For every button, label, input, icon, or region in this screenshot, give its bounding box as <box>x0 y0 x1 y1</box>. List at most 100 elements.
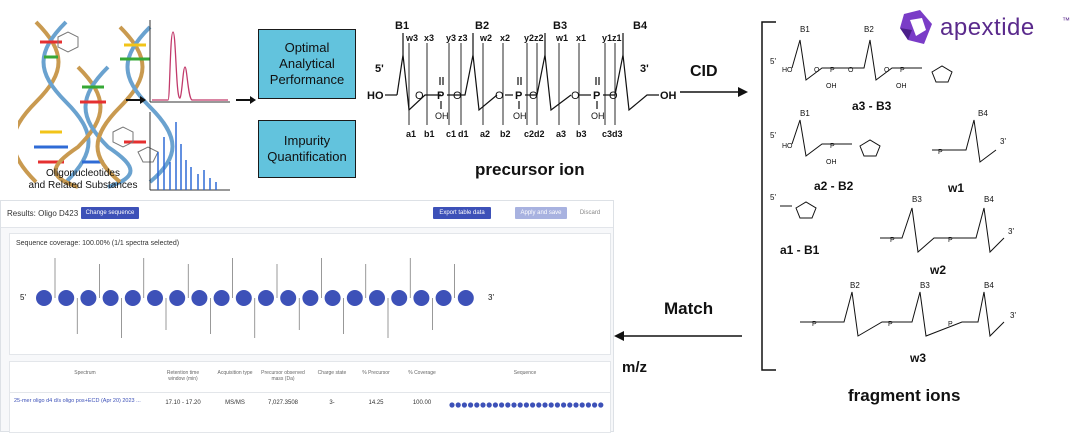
svg-text:P: P <box>812 321 817 328</box>
base-b2: B2 <box>475 20 489 32</box>
precursor-oh-end: OH <box>660 90 677 102</box>
nucleotide-5[interactable] <box>124 290 141 306</box>
nucleotide-9[interactable] <box>213 290 230 306</box>
seq-five-prime: 5' <box>20 293 26 302</box>
frag-bot-10: c3 <box>602 129 612 139</box>
o-1: O <box>415 90 424 102</box>
table-divider <box>10 392 610 393</box>
frag-top-0: w3 <box>405 33 418 43</box>
svg-text:OH: OH <box>896 83 907 90</box>
label-w3: w3 <box>909 351 926 365</box>
nucleotide-2[interactable] <box>58 290 75 306</box>
row-dot-22 <box>579 402 585 408</box>
frag-bot-3: d1 <box>458 129 469 139</box>
o-6: O <box>609 90 618 102</box>
svg-text:P: P <box>938 149 943 156</box>
nucleotide-18[interactable] <box>413 290 430 306</box>
svg-text:O: O <box>814 67 820 74</box>
frag-bot-1: b1 <box>424 129 435 139</box>
precursor-ion-structure: 5' HO O P O O P O O P O OH 3' OH OH OH B… <box>367 20 677 179</box>
nucleotide-12[interactable] <box>280 290 297 306</box>
frag-top-10: y1 <box>602 33 612 43</box>
nucleotide-7[interactable] <box>169 290 186 306</box>
row-spectrum-link[interactable]: 25-mer oligo d4 d/s oligo pos+ECD (Apr 2… <box>14 398 141 404</box>
row-dot-25 <box>598 402 604 408</box>
nucleotide-16[interactable] <box>369 290 385 306</box>
svg-text:O: O <box>884 67 890 74</box>
nucleotide-14[interactable] <box>324 290 341 306</box>
nucleotide-4[interactable] <box>102 290 119 306</box>
nucleotide-8[interactable] <box>191 290 208 306</box>
frag-bot-0: a1 <box>406 129 416 139</box>
nucleotide-11[interactable] <box>258 290 274 306</box>
label-w1: w1 <box>947 181 964 195</box>
nucleotide-6[interactable] <box>147 290 163 306</box>
row-rt: 17.10 - 17.20 <box>165 400 201 406</box>
frag-bot-11: d3 <box>612 129 623 139</box>
frag-a3-5p: 5' <box>770 57 776 66</box>
nucleotide-17[interactable] <box>391 290 408 306</box>
cid-label: CID <box>690 63 718 80</box>
nucleotide-13[interactable] <box>302 290 319 306</box>
frag-a3-b1: B1 <box>800 25 810 34</box>
optimal-performance-box: Optimal Analytical Performance <box>258 29 356 99</box>
o-3: O <box>495 90 504 102</box>
row-precursor: 14.25 <box>368 400 384 406</box>
nucleotide-19[interactable] <box>435 290 452 306</box>
precursor-five-prime: 5' <box>375 63 384 75</box>
brand-tm: ™ <box>1062 16 1070 25</box>
match-label: Match <box>664 299 714 318</box>
box2-line1: Impurity <box>283 133 331 148</box>
row-dot-21 <box>573 402 579 408</box>
frag-top-3: z3 <box>458 33 468 43</box>
mass-spectrum-plot <box>149 112 230 191</box>
col-acq: Acquisition type <box>217 370 253 376</box>
row-mass: 7,027.3508 <box>267 400 299 406</box>
svg-text:P: P <box>830 143 835 150</box>
svg-text:OH: OH <box>826 83 837 90</box>
row-dot-5 <box>474 402 480 408</box>
frag-w2-b3: B3 <box>912 195 922 204</box>
sequence-map <box>36 258 474 338</box>
frag-a1-5p: 5' <box>770 193 776 202</box>
workflow-graphics <box>18 20 256 191</box>
oh-1: OH <box>435 111 449 121</box>
col-sequence: Sequence <box>513 370 537 376</box>
discard-button[interactable]: Discard <box>579 210 601 216</box>
frag-w3-b3: B3 <box>920 281 930 290</box>
results-header: Results: Oligo D423 Change sequence Expo… <box>1 201 613 228</box>
row-sequence-dots <box>449 402 604 408</box>
workflow-panel: Oligonucleotides and Related Substances … <box>18 12 358 194</box>
nucleotide-1[interactable] <box>36 290 52 306</box>
svg-text:P: P <box>900 67 905 74</box>
nucleotide-10[interactable] <box>235 290 252 306</box>
frag-bot-4: a2 <box>480 129 490 139</box>
precursor-three-prime: 3' <box>640 63 649 75</box>
oligo-caption: Oligonucleotides and Related Substances <box>18 168 148 192</box>
col-coverage: % Coverage <box>408 370 436 376</box>
nucleotide-15[interactable] <box>346 290 363 306</box>
export-table-button[interactable]: Export table data <box>433 207 491 219</box>
apply-and-save-button[interactable]: Apply and save <box>515 207 567 219</box>
frag-top-9: x1 <box>576 33 586 43</box>
row-dot-23 <box>585 402 591 408</box>
row-acq: MS/MS <box>225 400 245 406</box>
cid-arrow <box>680 87 748 97</box>
sequence-coverage-card: Sequence coverage: 100.00% (1/1 spectra … <box>9 233 611 355</box>
nucleotide-20[interactable] <box>457 290 474 306</box>
frag-top-8: w1 <box>555 33 568 43</box>
results-app-panel: Results: Oligo D423 Change sequence Expo… <box>0 200 614 433</box>
label-a2-b2: a2 - B2 <box>814 179 854 193</box>
p-2: P <box>515 90 522 102</box>
caption-line-1: Oligonucleotides <box>46 168 120 179</box>
change-sequence-button[interactable]: Change sequence <box>81 207 139 219</box>
row-dot-18 <box>554 402 560 408</box>
svg-text:P: P <box>830 67 835 74</box>
logo-icon <box>900 10 932 44</box>
frag-bot-9: b3 <box>576 129 587 139</box>
label-w2: w2 <box>929 263 946 277</box>
svg-text:P: P <box>948 237 953 244</box>
o-5: O <box>571 90 580 102</box>
row-dot-17 <box>548 402 554 408</box>
nucleotide-3[interactable] <box>80 290 97 306</box>
